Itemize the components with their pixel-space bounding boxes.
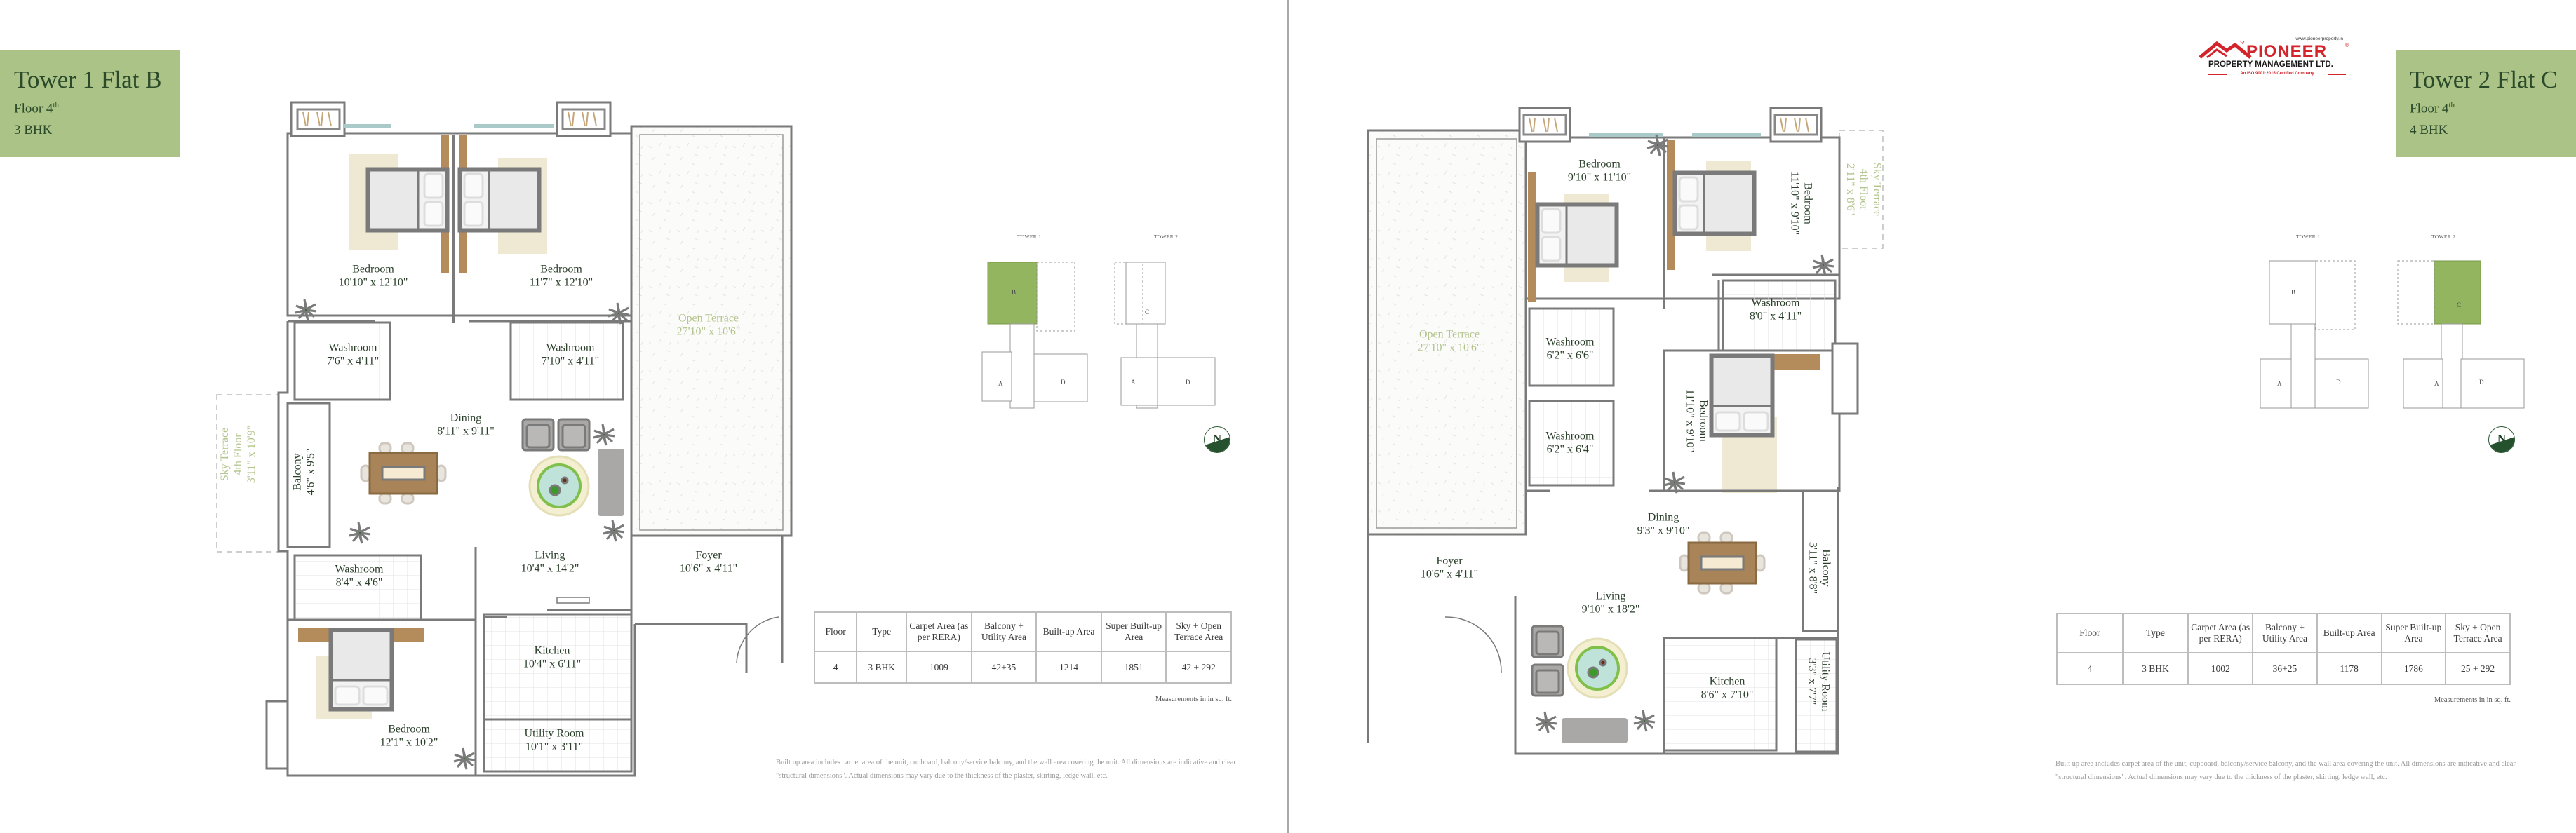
table-row: 4 3 BHK 1009 42+35 1214 1851 42 + 292 (813, 651, 1232, 684)
pioneer-logo: www.pioneerproperty.in PIONEER ® PROPERT… (2199, 36, 2349, 80)
measurement-note: Measurements in in sq. ft. (2434, 696, 2511, 704)
page-divider (1287, 0, 1289, 833)
header-type: Type (2121, 613, 2189, 653)
logo-url: www.pioneerproperty.in (2295, 36, 2343, 41)
floor-suffix: th (53, 101, 59, 110)
disclaimer-text: Built up area includes carpet area of th… (2055, 760, 2516, 781)
flat-title-box: Tower 1 Flat B Floor 4th 3 BHK (0, 50, 180, 157)
flat-title: Tower 2 Flat C (2410, 66, 2558, 93)
cell-carpet-area: 1002 (2187, 652, 2254, 685)
key-plan-tower2-label: TOWER 2 (2431, 233, 2456, 240)
header-carpet-area: Carpet Area (as per RERA) (2187, 613, 2254, 653)
key-plan-tower1-label: TOWER 1 (1017, 233, 1042, 240)
area-table: Floor Type Carpet Area (as per RERA) Bal… (2056, 613, 2511, 685)
header-builtup-area: Built-up Area (2316, 613, 2382, 653)
floor-label: Floor 4th (2410, 101, 2562, 116)
north-compass: N (1204, 426, 1230, 453)
key-plan: TOWER 1 TOWER 2 (968, 228, 1249, 459)
logo-registered-mark: ® (2344, 43, 2349, 48)
cell-floor: 4 (2056, 652, 2124, 685)
area-table: Floor Type Carpet Area (as per RERA) Bal… (813, 611, 1232, 684)
area-table-header-row: Floor Type Carpet Area (as per RERA) Bal… (2056, 613, 2511, 653)
key-plan: TOWER 1 TOWER 2 (2231, 228, 2525, 459)
header-terrace-area: Sky + Open Terrace Area (2445, 613, 2511, 653)
header-floor: Floor (813, 611, 858, 652)
logo-subtitle: PROPERTY MANAGEMENT LTD. (2208, 60, 2333, 69)
flat-type: 3 BHK (14, 122, 53, 137)
floor-suffix: th (2448, 101, 2455, 110)
header-balcony-utility: Balcony + Utility Area (970, 611, 1038, 652)
flat-title-box: Tower 2 Flat C Floor 4th 4 BHK (2396, 50, 2576, 157)
cell-balcony-utility: 36+25 (2252, 652, 2318, 685)
cell-type: 3 BHK (856, 651, 908, 684)
header-builtup-area: Built-up Area (1035, 611, 1102, 652)
header-super-builtup: Super Built-up Area (2380, 613, 2447, 653)
key-plan-tower1-label: TOWER 1 (2296, 233, 2321, 240)
cell-type: 3 BHK (2121, 652, 2189, 685)
table-row: 4 3 BHK 1002 36+25 1178 1786 25 + 292 (2056, 652, 2511, 685)
brochure-page-right: Tower 2 Flat C Floor 4th 4 BHK TOWER 1 T… (1288, 0, 2576, 833)
header-floor: Floor (2056, 613, 2124, 653)
cell-builtup-area: 1178 (2316, 652, 2382, 685)
area-table-header-row: Floor Type Carpet Area (as per RERA) Bal… (813, 611, 1232, 652)
cell-carpet-area: 1009 (906, 651, 972, 684)
brochure-page-left: Tower 1 Flat B Floor 4th 3 BHK TOWER 1 T… (0, 50, 1249, 780)
logo-tagline: An ISO 9001:2015 Certified Company (2208, 72, 2346, 76)
header-type: Type (856, 611, 908, 652)
flat-type: 4 BHK (2410, 122, 2448, 137)
north-compass: N (2488, 426, 2515, 453)
floor-number: Floor 4 (14, 101, 53, 116)
measurement-note: Measurements in in sq. ft. (1155, 696, 1232, 703)
cell-builtup-area: 1214 (1035, 651, 1102, 684)
logo-brand: PIONEER (2246, 42, 2328, 61)
cell-super-builtup: 1851 (1100, 651, 1167, 684)
flat-title: Tower 1 Flat B (14, 66, 162, 93)
cell-super-builtup: 1786 (2380, 652, 2447, 685)
disclaimer-text: Built up area includes carpet area of th… (776, 759, 1236, 780)
cell-terrace-area: 25 + 292 (2445, 652, 2511, 685)
floor-label: Floor 4th (14, 101, 166, 116)
cell-terrace-area: 42 + 292 (1165, 651, 1232, 684)
header-terrace-area: Sky + Open Terrace Area (1165, 611, 1232, 652)
cell-floor: 4 (813, 651, 858, 684)
header-balcony-utility: Balcony + Utility Area (2252, 613, 2318, 653)
header-carpet-area: Carpet Area (as per RERA) (906, 611, 972, 652)
key-plan-tower2-label: TOWER 2 (1154, 233, 1179, 240)
floor-number: Floor 4 (2410, 101, 2449, 116)
header-super-builtup: Super Built-up Area (1100, 611, 1167, 652)
cell-balcony-utility: 42+35 (970, 651, 1038, 684)
house-roof-icon (2199, 41, 2252, 59)
